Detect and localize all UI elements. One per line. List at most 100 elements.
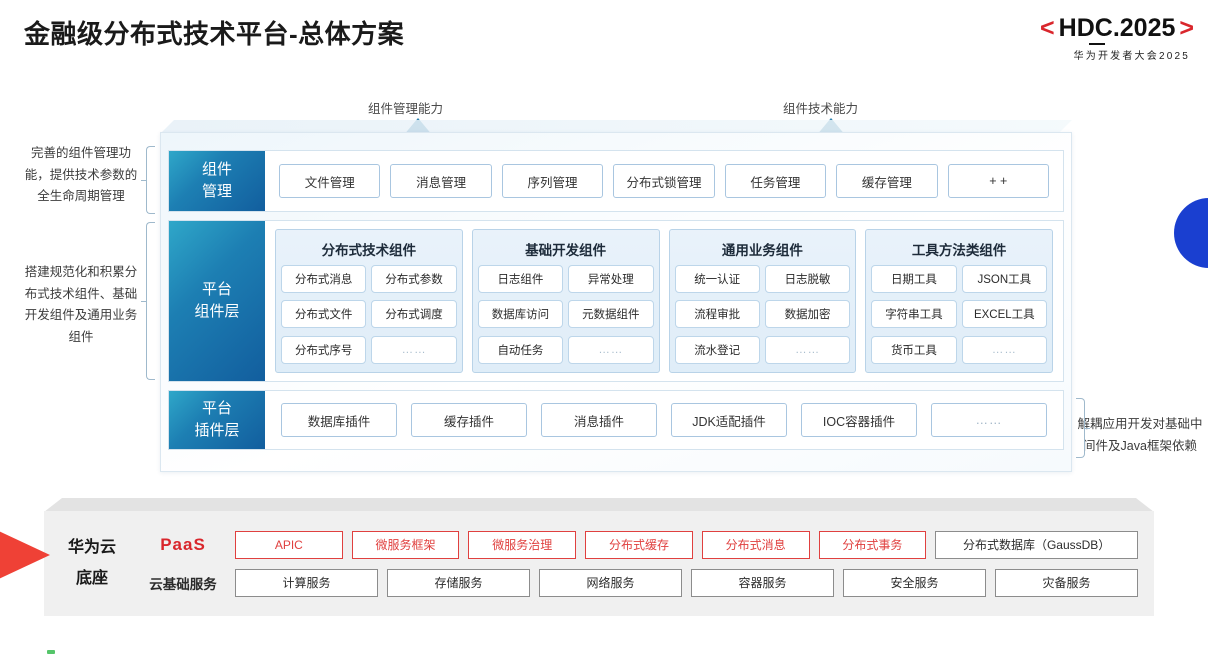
cell-distributed-sequence[interactable]: 分布式序号 bbox=[281, 335, 367, 364]
cloud-row-paas: PaaS APIC 微服务框架 微服务治理 分布式缓存 分布式消息 分布式事务 … bbox=[140, 530, 1139, 559]
row-label-line2: 管理 bbox=[201, 183, 232, 200]
row-label-line1: 组件 bbox=[201, 161, 232, 179]
cell-string-tool[interactable]: 字符串工具 bbox=[871, 300, 957, 329]
green-mark-decoration bbox=[47, 650, 55, 654]
row-body-platform-plugin-layer: 数据库插件 缓存插件 消息插件 JDK适配插件 IOC容器插件 …… bbox=[265, 391, 1063, 449]
blue-circle-decoration bbox=[1174, 198, 1208, 268]
cloud-panel-bevel bbox=[44, 498, 1154, 512]
arrow-label-management: 组件管理能力 bbox=[368, 102, 444, 116]
service-distributed-transaction[interactable]: 分布式事务 bbox=[818, 530, 927, 559]
brace-plugin bbox=[1076, 398, 1090, 458]
chip-cache-management[interactable]: 缓存管理 bbox=[836, 164, 938, 198]
chip-cache-plugin[interactable]: 缓存插件 bbox=[411, 403, 527, 437]
group-title: 通用业务组件 bbox=[721, 243, 803, 258]
chip-jdk-adapter-plugin[interactable]: JDK适配插件 bbox=[671, 403, 787, 437]
hdc-left-bracket-icon: < bbox=[1040, 14, 1055, 42]
service-security[interactable]: 安全服务 bbox=[843, 568, 986, 597]
chip-sequence-management[interactable]: 序列管理 bbox=[501, 164, 604, 198]
service-distributed-cache[interactable]: 分布式缓存 bbox=[585, 530, 693, 559]
chip-add-more[interactable]: + + bbox=[947, 164, 1049, 198]
cell-distributed-schedule[interactable]: 分布式调度 bbox=[371, 300, 457, 329]
hdc-right-bracket-icon: > bbox=[1179, 14, 1194, 42]
cell-distributed-message[interactable]: 分布式消息 bbox=[281, 265, 367, 293]
chip-message-plugin[interactable]: 消息插件 bbox=[541, 403, 657, 437]
row-label-line2: 组件层 bbox=[194, 303, 240, 320]
chip-more-dots[interactable]: …… bbox=[931, 403, 1047, 437]
note-left-management: 完善的组件管理功能，提供技术参数的全生命周期管理 bbox=[24, 146, 138, 203]
red-wedge-decoration bbox=[0, 512, 50, 598]
group-grid: 日志组件 异常处理 数据库访问 元数据组件 自动任务 …… bbox=[477, 265, 654, 367]
chip-file-management[interactable]: 文件管理 bbox=[279, 164, 381, 198]
cell-unified-auth[interactable]: 统一认证 bbox=[674, 265, 760, 293]
service-distributed-message[interactable]: 分布式消息 bbox=[701, 530, 810, 559]
row-label-component-management: 组件 管理 bbox=[169, 151, 265, 211]
group-title: 基础开发组件 bbox=[525, 243, 607, 258]
row-platform-component-layer: 平台 组件层 分布式技术组件 分布式消息 分布式参数 分布式文件 分布式调度 分… bbox=[168, 220, 1064, 382]
brace-management bbox=[141, 146, 155, 214]
row-platform-plugin-layer: 平台 插件层 数据库插件 缓存插件 消息插件 JDK适配插件 IOC容器插件 …… bbox=[168, 390, 1064, 450]
service-compute[interactable]: 计算服务 bbox=[235, 568, 378, 597]
group-grid: 日期工具 JSON工具 字符串工具 EXCEL工具 货币工具 …… bbox=[871, 265, 1047, 367]
group-title: 工具方法类组件 bbox=[911, 243, 1007, 258]
cell-data-encryption[interactable]: 数据加密 bbox=[764, 300, 851, 329]
cell-log-component[interactable]: 日志组件 bbox=[477, 265, 564, 293]
cell-excel-tool[interactable]: EXCEL工具 bbox=[961, 300, 1047, 329]
page-title: 金融级分布式技术平台-总体方案 bbox=[24, 19, 405, 49]
cell-distributed-file[interactable]: 分布式文件 bbox=[281, 300, 367, 329]
service-microservice-governance[interactable]: 微服务治理 bbox=[468, 530, 577, 559]
cell-more-dots[interactable]: …… bbox=[764, 335, 851, 364]
row-component-management: 组件 管理 文件管理 消息管理 序列管理 分布式锁管理 任务管理 缓存管理 + … bbox=[168, 150, 1064, 212]
chip-ioc-container-plugin[interactable]: IOC容器插件 bbox=[801, 403, 917, 437]
service-container[interactable]: 容器服务 bbox=[691, 568, 834, 597]
chip-database-plugin[interactable]: 数据库插件 bbox=[281, 403, 397, 437]
chip-distributed-lock-management[interactable]: 分布式锁管理 bbox=[613, 164, 715, 198]
cell-date-tool[interactable]: 日期工具 bbox=[871, 265, 957, 293]
cell-transaction-record[interactable]: 流水登记 bbox=[674, 335, 760, 364]
group-title: 分布式技术组件 bbox=[321, 243, 417, 258]
hdc-logo-subtitle: 华为开发者大会2025 bbox=[1073, 51, 1190, 62]
cell-exception-handling[interactable]: 异常处理 bbox=[568, 265, 654, 293]
hdc-logo: < HDC.2025 > 华为开发者大会2025 bbox=[974, 14, 1194, 62]
row-label-line1: 平台 bbox=[201, 281, 232, 299]
service-distributed-database-gaussdb[interactable]: 分布式数据库（GaussDB） bbox=[935, 530, 1139, 559]
group-tool-method-components: 工具方法类组件 日期工具 JSON工具 字符串工具 EXCEL工具 货币工具 …… bbox=[865, 229, 1053, 373]
group-grid: 分布式消息 分布式参数 分布式文件 分布式调度 分布式序号 …… bbox=[281, 265, 457, 367]
arrow-label-technology: 组件技术能力 bbox=[783, 102, 859, 116]
service-network[interactable]: 网络服务 bbox=[539, 568, 682, 597]
cloud-base-title-line1: 华为云 bbox=[67, 539, 116, 557]
row-label-line2: 插件层 bbox=[194, 422, 240, 439]
cell-auto-task[interactable]: 自动任务 bbox=[477, 335, 564, 364]
cell-metadata-component[interactable]: 元数据组件 bbox=[568, 300, 654, 329]
cloud-panel-body: 华为云 底座 PaaS APIC 微服务框架 微服务治理 分布式缓存 分布式消息… bbox=[44, 511, 1154, 616]
cell-distributed-parameter[interactable]: 分布式参数 bbox=[371, 265, 457, 293]
cell-process-approval[interactable]: 流程审批 bbox=[674, 300, 760, 329]
panel-top-bevel bbox=[160, 120, 1072, 134]
cloud-row-infrastructure: 云基础服务 计算服务 存储服务 网络服务 容器服务 安全服务 灾备服务 bbox=[140, 568, 1138, 597]
cell-currency-tool[interactable]: 货币工具 bbox=[871, 335, 957, 364]
group-basic-dev-components: 基础开发组件 日志组件 异常处理 数据库访问 元数据组件 自动任务 …… bbox=[471, 229, 660, 373]
row-label-platform-plugin-layer: 平台 插件层 bbox=[169, 391, 265, 449]
platform-stack-panel: 组件 管理 文件管理 消息管理 序列管理 分布式锁管理 任务管理 缓存管理 + … bbox=[160, 120, 1072, 472]
cell-log-masking[interactable]: 日志脱敏 bbox=[764, 265, 851, 293]
cloud-service-rows: PaaS APIC 微服务框架 微服务治理 分布式缓存 分布式消息 分布式事务 … bbox=[140, 530, 1154, 597]
hdc-logo-main: < HDC.2025 > bbox=[974, 14, 1194, 45]
service-microservice-framework[interactable]: 微服务框架 bbox=[351, 530, 460, 559]
service-disaster-recovery[interactable]: 灾备服务 bbox=[995, 568, 1138, 597]
row-label-platform-component-layer: 平台 组件层 bbox=[169, 221, 265, 381]
cloud-infra-label: 云基础服务 bbox=[149, 576, 217, 592]
chip-message-management[interactable]: 消息管理 bbox=[390, 164, 492, 198]
cell-more-dots[interactable]: …… bbox=[961, 335, 1047, 364]
note-left-components: 搭建规范化和积累分布式技术组件、基础开发组件及通用业务组件 bbox=[24, 265, 138, 344]
cell-json-tool[interactable]: JSON工具 bbox=[961, 265, 1047, 293]
cell-database-access[interactable]: 数据库访问 bbox=[477, 300, 564, 329]
service-apic[interactable]: APIC bbox=[235, 530, 343, 559]
chip-task-management[interactable]: 任务管理 bbox=[724, 164, 827, 198]
service-storage[interactable]: 存储服务 bbox=[387, 568, 530, 597]
note-right-decoupling: 解耦应用开发对基础中间件及Java框架依赖 bbox=[1077, 417, 1203, 453]
hdc-underline-mark bbox=[1088, 43, 1105, 45]
cell-more-dots[interactable]: …… bbox=[371, 335, 457, 364]
cloud-base-title: 华为云 底座 bbox=[44, 533, 140, 594]
group-grid: 统一认证 日志脱敏 流程审批 数据加密 流水登记 …… bbox=[674, 265, 851, 367]
cell-more-dots[interactable]: …… bbox=[568, 335, 654, 364]
